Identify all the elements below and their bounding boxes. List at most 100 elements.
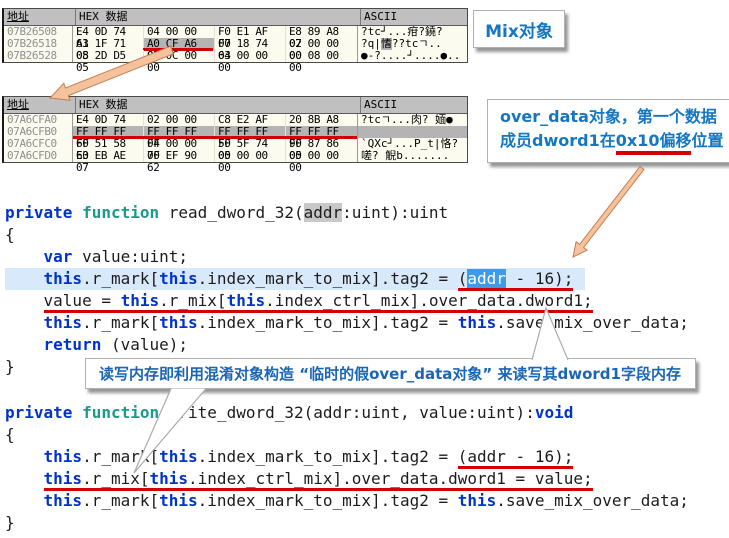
- code-token: [5, 469, 44, 488]
- row-ascii: 嗟? 觬b.......: [357, 150, 467, 162]
- code-token: (: [457, 269, 468, 291]
- code-token: addr: [303, 203, 343, 222]
- code-token: .index_ctrl_mix].over_data.dword1;: [265, 291, 593, 313]
- code-token: }: [5, 513, 15, 532]
- mix-object-callout: Mix对象: [473, 10, 565, 48]
- hex-column-header: HEX 数据: [75, 9, 360, 25]
- code-token: function: [82, 403, 160, 422]
- hex-byte-group: FF FF FF FF: [215, 126, 286, 150]
- hex-column-header: HEX 数据: [75, 97, 360, 113]
- code-token: [5, 447, 44, 466]
- code-token: function: [82, 203, 160, 222]
- code-token: .r_mark[: [82, 447, 160, 466]
- ascii-text: 愭: [380, 38, 392, 50]
- code-token: }: [5, 357, 15, 376]
- row-ascii: ?q|愭??tcㄱ..: [357, 38, 467, 50]
- hex-byte-group: E0 EB AE 07: [73, 150, 144, 174]
- hex-byte-group: 00 08 00 00: [289, 49, 339, 74]
- callout-text: dword1: [557, 365, 621, 383]
- code-line: this.r_mix[this.index_ctrl_mix].over_dat…: [5, 468, 689, 491]
- hex-dump-header: 地址 HEX 数据 ASCII: [4, 9, 467, 26]
- hex-byte-group: FF FF FF FF: [144, 126, 215, 150]
- code-line: this.r_mark[this.index_mark_to_mix].tag2…: [5, 446, 689, 469]
- code-token: [72, 203, 82, 222]
- code-token: .index_mark_to_mix].tag2 =: [197, 491, 458, 510]
- code-token: value:uint;: [72, 247, 189, 266]
- code-token: this: [159, 491, 198, 510]
- callout-text: 成员: [500, 131, 533, 150]
- callout-text: over_data: [369, 365, 453, 383]
- code-token: this: [159, 313, 198, 332]
- code-line: this.r_mark[this.index_mark_to_mix].tag2…: [5, 490, 689, 512]
- row-address: 07B26528: [7, 49, 57, 62]
- code-line: var value:uint;: [5, 246, 689, 268]
- code-token: this: [457, 491, 497, 510]
- hex-byte-group: 7F EF 90 62: [144, 150, 215, 174]
- code-token: .index_mark_to_mix].tag2 =: [197, 447, 458, 466]
- code-token: [5, 335, 44, 354]
- row-ascii: [357, 126, 467, 138]
- code-token: [5, 269, 44, 288]
- callout-text: 读写内存即利用混淆对象构造 “临时的假: [99, 365, 370, 383]
- hex-byte-group: FF FF FF FF: [286, 126, 357, 150]
- callout-text: 对象” 来读写其: [452, 365, 558, 383]
- code-token: [5, 291, 44, 310]
- code-token: value =: [43, 291, 121, 313]
- row-address: 07A6CFC0: [7, 137, 57, 150]
- callout-text: 读写内存即利用混淆对象构造 “临时的假over_data对象” 来读写其dwor…: [99, 363, 681, 384]
- ascii-text: ??tcㄱ..: [391, 38, 442, 50]
- code-token: .r_mix[: [159, 291, 227, 313]
- code-token: .r_mark[: [82, 269, 160, 288]
- code-token: [72, 403, 82, 422]
- hex-byte-group: 00 00 00 00: [289, 149, 339, 174]
- hex-byte-group: F0 18 74 63: [215, 38, 286, 62]
- code-token: this: [43, 313, 83, 332]
- code-line: this.r_mark[this.index_mark_to_mix].tag2…: [5, 268, 586, 291]
- code-token: (value);: [101, 335, 189, 354]
- hex-byte-group: 90 87 86 05: [289, 137, 339, 162]
- hex-byte-group: 04 00 00 00: [144, 138, 215, 162]
- code-token: return: [43, 335, 102, 354]
- code-line: private function write_dword_32(addr:uin…: [5, 402, 689, 424]
- ascii-column-header: ASCII: [360, 97, 467, 113]
- code-token: .index_mark_to_mix].tag2 =: [197, 269, 458, 288]
- hex-byte-group: 50 5F 74 05: [215, 138, 286, 162]
- hex-byte-group: 08 2D D5 05: [73, 50, 144, 74]
- code-token: - 16);: [505, 269, 574, 291]
- code-token: this: [43, 447, 83, 466]
- code-token: (addr - 16);: [457, 447, 574, 469]
- code-token: this: [159, 269, 198, 288]
- code-line: private function read_dword_32(addr:uint…: [5, 202, 689, 224]
- hex-byte-group: FF FF FF FF: [73, 126, 144, 150]
- code-token: this: [43, 269, 83, 288]
- address-column-header: 地址: [7, 10, 29, 23]
- code-token: [5, 491, 44, 510]
- row-address: 07A6CFD0: [7, 149, 57, 162]
- code-token: this: [226, 291, 266, 313]
- code-token: this: [120, 291, 160, 313]
- read-write-explanation-callout: 读写内存即利用混淆对象构造 “临时的假over_data对象” 来读写其dwor…: [85, 358, 696, 389]
- code-token: :uint):uint: [342, 203, 449, 222]
- hex-byte-group: 00 00 00 00: [215, 150, 286, 174]
- code-line: {: [5, 224, 689, 246]
- code-line: {: [5, 424, 689, 446]
- code-line: value = this.r_mix[this.index_ctrl_mix].…: [5, 290, 689, 313]
- callout-text: dword1: [532, 131, 600, 150]
- row-address: 07A6CFA0: [7, 113, 57, 126]
- code-token: {: [5, 425, 15, 444]
- code-token: this: [457, 313, 497, 332]
- row-address: 07A6CFB0: [7, 125, 57, 138]
- code-token: .save_mix_over_data;: [496, 313, 689, 332]
- row-ascii: ?tc┘...疳?鐃?: [357, 26, 467, 38]
- code-token: this: [159, 447, 198, 466]
